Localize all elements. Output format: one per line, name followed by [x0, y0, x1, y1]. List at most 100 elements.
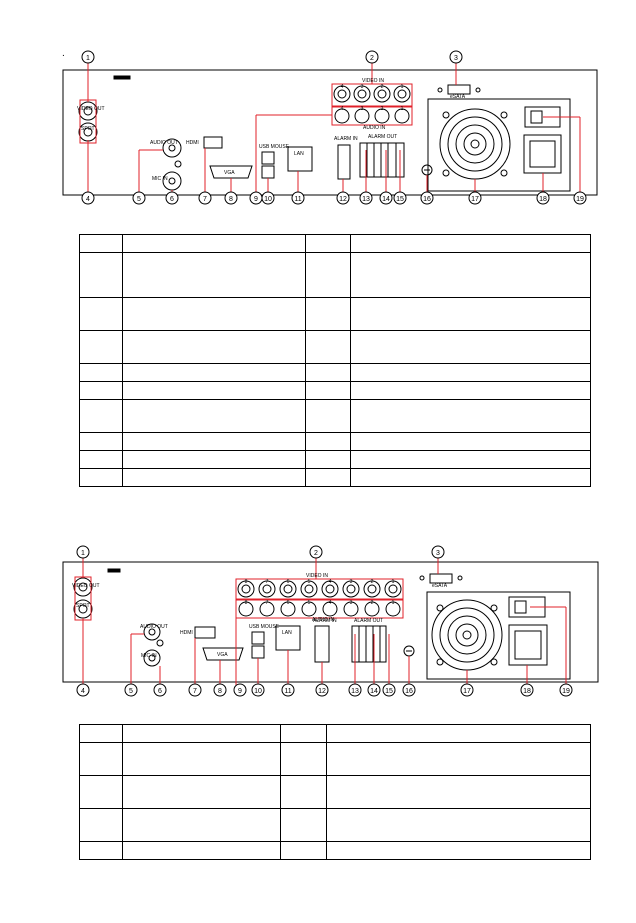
callout-number: 1 [81, 550, 85, 557]
table-cell [79, 297, 123, 331]
callout-number: 2 [370, 55, 374, 62]
audio-out-jack [143, 623, 161, 641]
callout-number: 15 [385, 688, 393, 695]
stray-mark: . [62, 48, 65, 59]
spot-label: SPOT [76, 603, 90, 609]
table-cell [350, 381, 591, 400]
callout-number: 14 [370, 688, 378, 695]
table-row [79, 252, 591, 298]
table-cell [79, 381, 123, 400]
table-cell [121, 363, 306, 382]
table-row [79, 297, 591, 331]
chassis-slot [107, 568, 121, 573]
table-row [79, 742, 592, 776]
audio-in-rca [334, 108, 350, 124]
callout-number: 8 [229, 196, 233, 203]
table-row [79, 330, 591, 364]
callout-number: 12 [318, 688, 326, 695]
table-cell [121, 297, 306, 331]
table-cell [121, 808, 281, 842]
audio-in-number: 2 [371, 600, 374, 606]
callout-number: 10 [254, 688, 262, 695]
table-cell [304, 381, 352, 400]
callout-number: 13 [351, 688, 359, 695]
table-cell [121, 234, 306, 253]
audio-in-label: AUDIO IN [312, 617, 335, 623]
table-cell [350, 468, 591, 487]
vga-label: VGA [217, 652, 228, 658]
vga-port [202, 647, 244, 661]
table-cell [304, 468, 352, 487]
table-cell [121, 775, 281, 809]
callout-number: 4 [86, 196, 90, 203]
usb-port [251, 631, 265, 645]
audio-in-number: 7 [266, 600, 269, 606]
table-cell [279, 742, 327, 776]
port-description-table-2 [79, 724, 592, 860]
table-cell [325, 724, 592, 743]
alarm-out-terminal [351, 625, 387, 663]
callout-number: 19 [562, 688, 570, 695]
table-cell [325, 808, 592, 842]
table-cell [121, 742, 281, 776]
rear-panel-diagram-2: VIDEO OUT SPOT VIDEO IN AUDIO IN eSATA A… [62, 545, 599, 697]
video-out-label: VIDEO OUT [72, 583, 100, 589]
alarm-out-terminal [359, 142, 405, 178]
alarm-out-label: ALARM OUT [354, 618, 383, 624]
table-cell [79, 468, 123, 487]
table-row [79, 450, 591, 469]
table-cell [121, 468, 306, 487]
callout-number: 6 [158, 688, 162, 695]
table-cell [79, 363, 123, 382]
table-cell [121, 252, 306, 298]
table-cell [121, 399, 306, 433]
table-cell [279, 808, 327, 842]
vga-label: VGA [224, 170, 235, 176]
usb-port [261, 151, 275, 165]
table-cell [79, 432, 123, 451]
table-row [79, 399, 591, 433]
table-cell [350, 432, 591, 451]
audio-in-number: 1 [392, 600, 395, 606]
spot-label: SPOT [81, 126, 95, 132]
callout-number: 2 [314, 550, 318, 557]
video-in-bnc [333, 85, 351, 103]
table-row [79, 808, 592, 842]
audio-in-number: 8 [245, 600, 248, 606]
table-cell [304, 297, 352, 331]
table-row [79, 841, 592, 860]
video-in-number: 6 [287, 579, 290, 585]
table-cell [121, 724, 281, 743]
table-row [79, 363, 591, 382]
table-cell [79, 450, 123, 469]
audio-in-number: 6 [287, 600, 290, 606]
table-cell [304, 330, 352, 364]
callout-number: 17 [463, 688, 471, 695]
callout-number: 16 [423, 196, 431, 203]
table-row [79, 381, 591, 400]
table-row [79, 234, 591, 253]
table-cell [304, 399, 352, 433]
video-in-number: 3 [361, 84, 364, 90]
table-cell [79, 252, 123, 298]
fan-grille [439, 108, 511, 180]
table-row [79, 468, 591, 487]
video-in-number: 4 [329, 579, 332, 585]
callout-number: 13 [362, 196, 370, 203]
audio-in-rca [238, 601, 254, 617]
audio-in-number: 4 [329, 600, 332, 606]
table-cell [325, 841, 592, 860]
ac-inlet [508, 624, 548, 666]
video-in-number: 8 [245, 579, 248, 585]
lan-label: LAN [294, 151, 304, 157]
table-cell [79, 724, 123, 743]
alarm-in-terminal [314, 625, 330, 663]
hdmi-port [194, 626, 216, 639]
chassis-outline [62, 561, 599, 683]
table-cell [304, 252, 352, 298]
chassis-slot [113, 75, 131, 80]
callout-number: 10 [264, 196, 272, 203]
table-cell [325, 775, 592, 809]
callout-number: 9 [254, 196, 258, 203]
fan-grille [431, 599, 503, 671]
